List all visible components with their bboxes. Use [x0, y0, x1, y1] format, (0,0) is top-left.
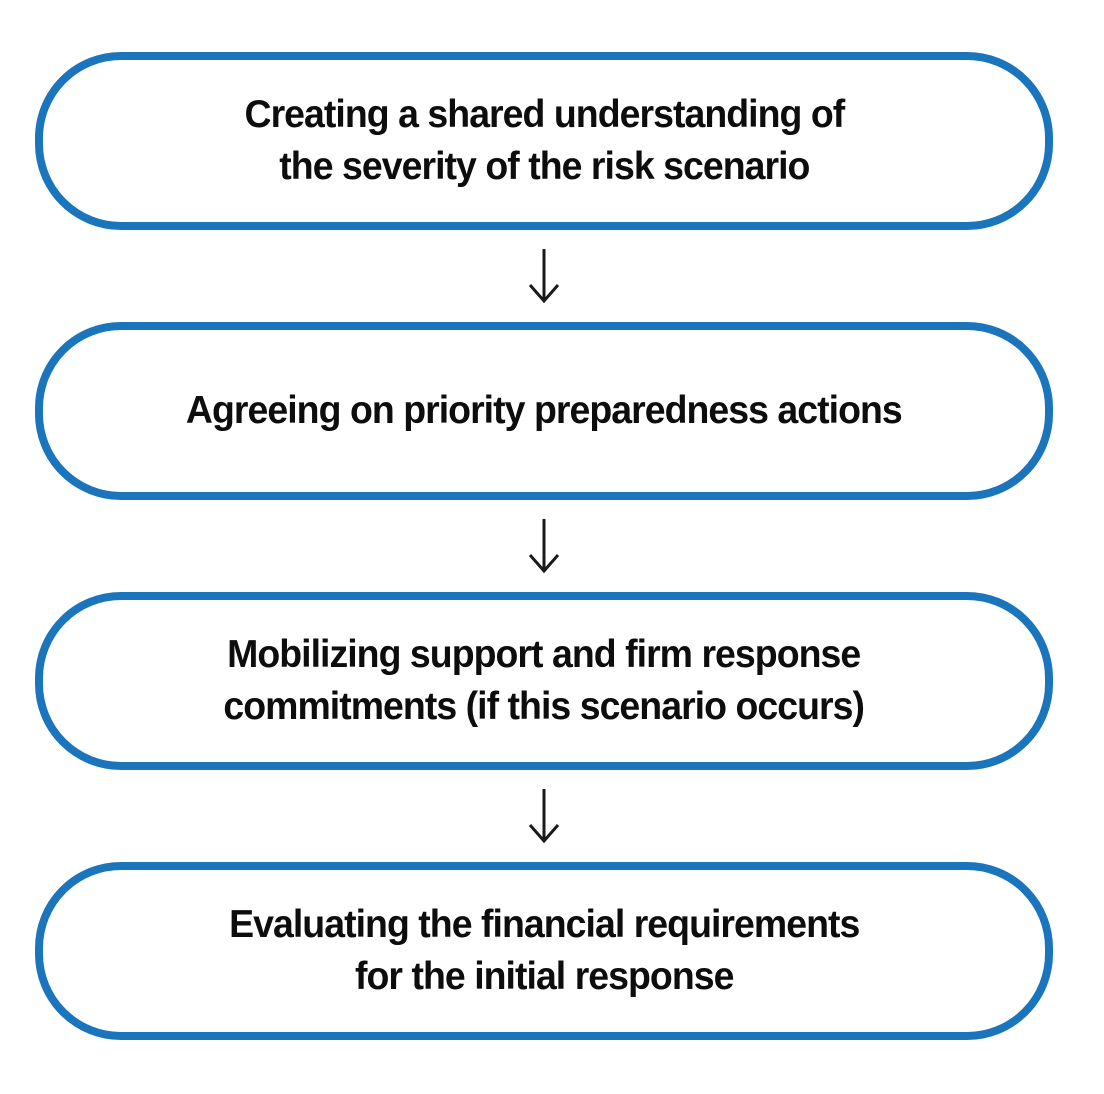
flow-step-3: Mobilizing support and firm response com…: [35, 592, 1053, 770]
connector-1: [35, 230, 1053, 322]
connector-3: [35, 770, 1053, 862]
flow-step-2: Agreeing on priority preparedness action…: [35, 322, 1053, 500]
flow-step-1: Creating a shared understanding of the s…: [35, 52, 1053, 230]
down-arrow-icon: [528, 789, 560, 844]
flow-step-1-label: Creating a shared understanding of the s…: [244, 93, 845, 188]
flow-step-2-label: Agreeing on priority preparedness action…: [186, 389, 903, 432]
flow-step-3-label: Mobilizing support and firm response com…: [223, 633, 866, 728]
flow-step-4: Evaluating the financial requirements fo…: [35, 862, 1053, 1040]
down-arrow-icon: [528, 519, 560, 574]
flowchart: Creating a shared understanding of the s…: [35, 52, 1053, 1040]
connector-2: [35, 500, 1053, 592]
flow-step-4-label: Evaluating the financial requirements fo…: [228, 903, 860, 998]
down-arrow-icon: [528, 249, 560, 304]
